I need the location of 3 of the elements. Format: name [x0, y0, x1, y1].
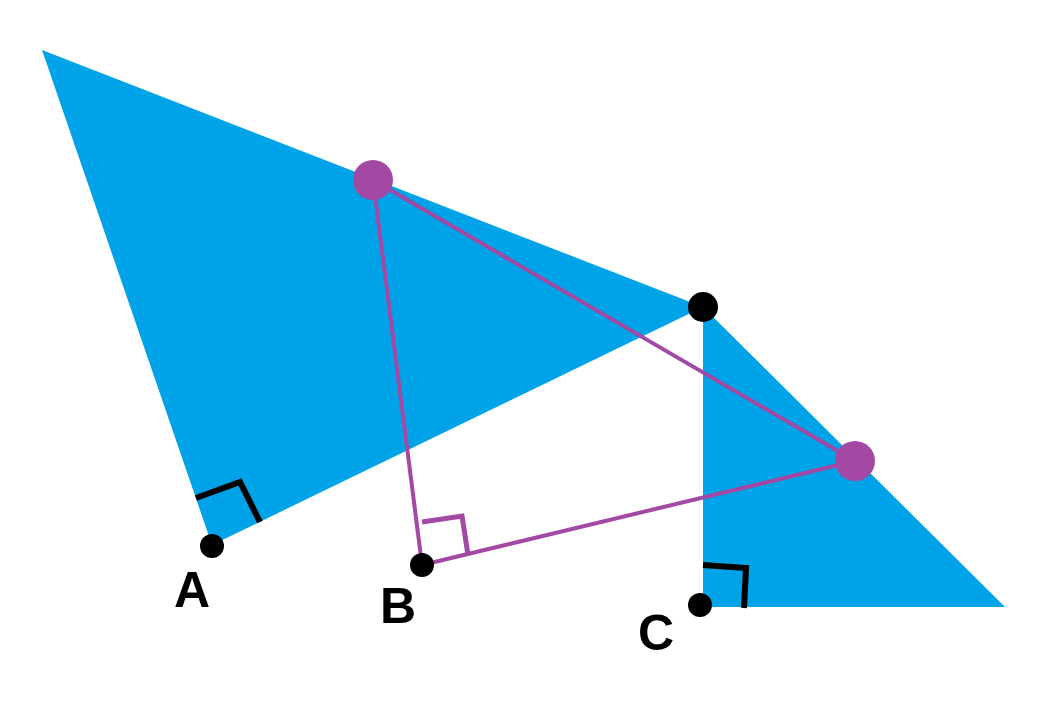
point-label: A	[173, 565, 211, 615]
point-label: B	[379, 581, 417, 631]
point-label: C	[637, 608, 675, 658]
